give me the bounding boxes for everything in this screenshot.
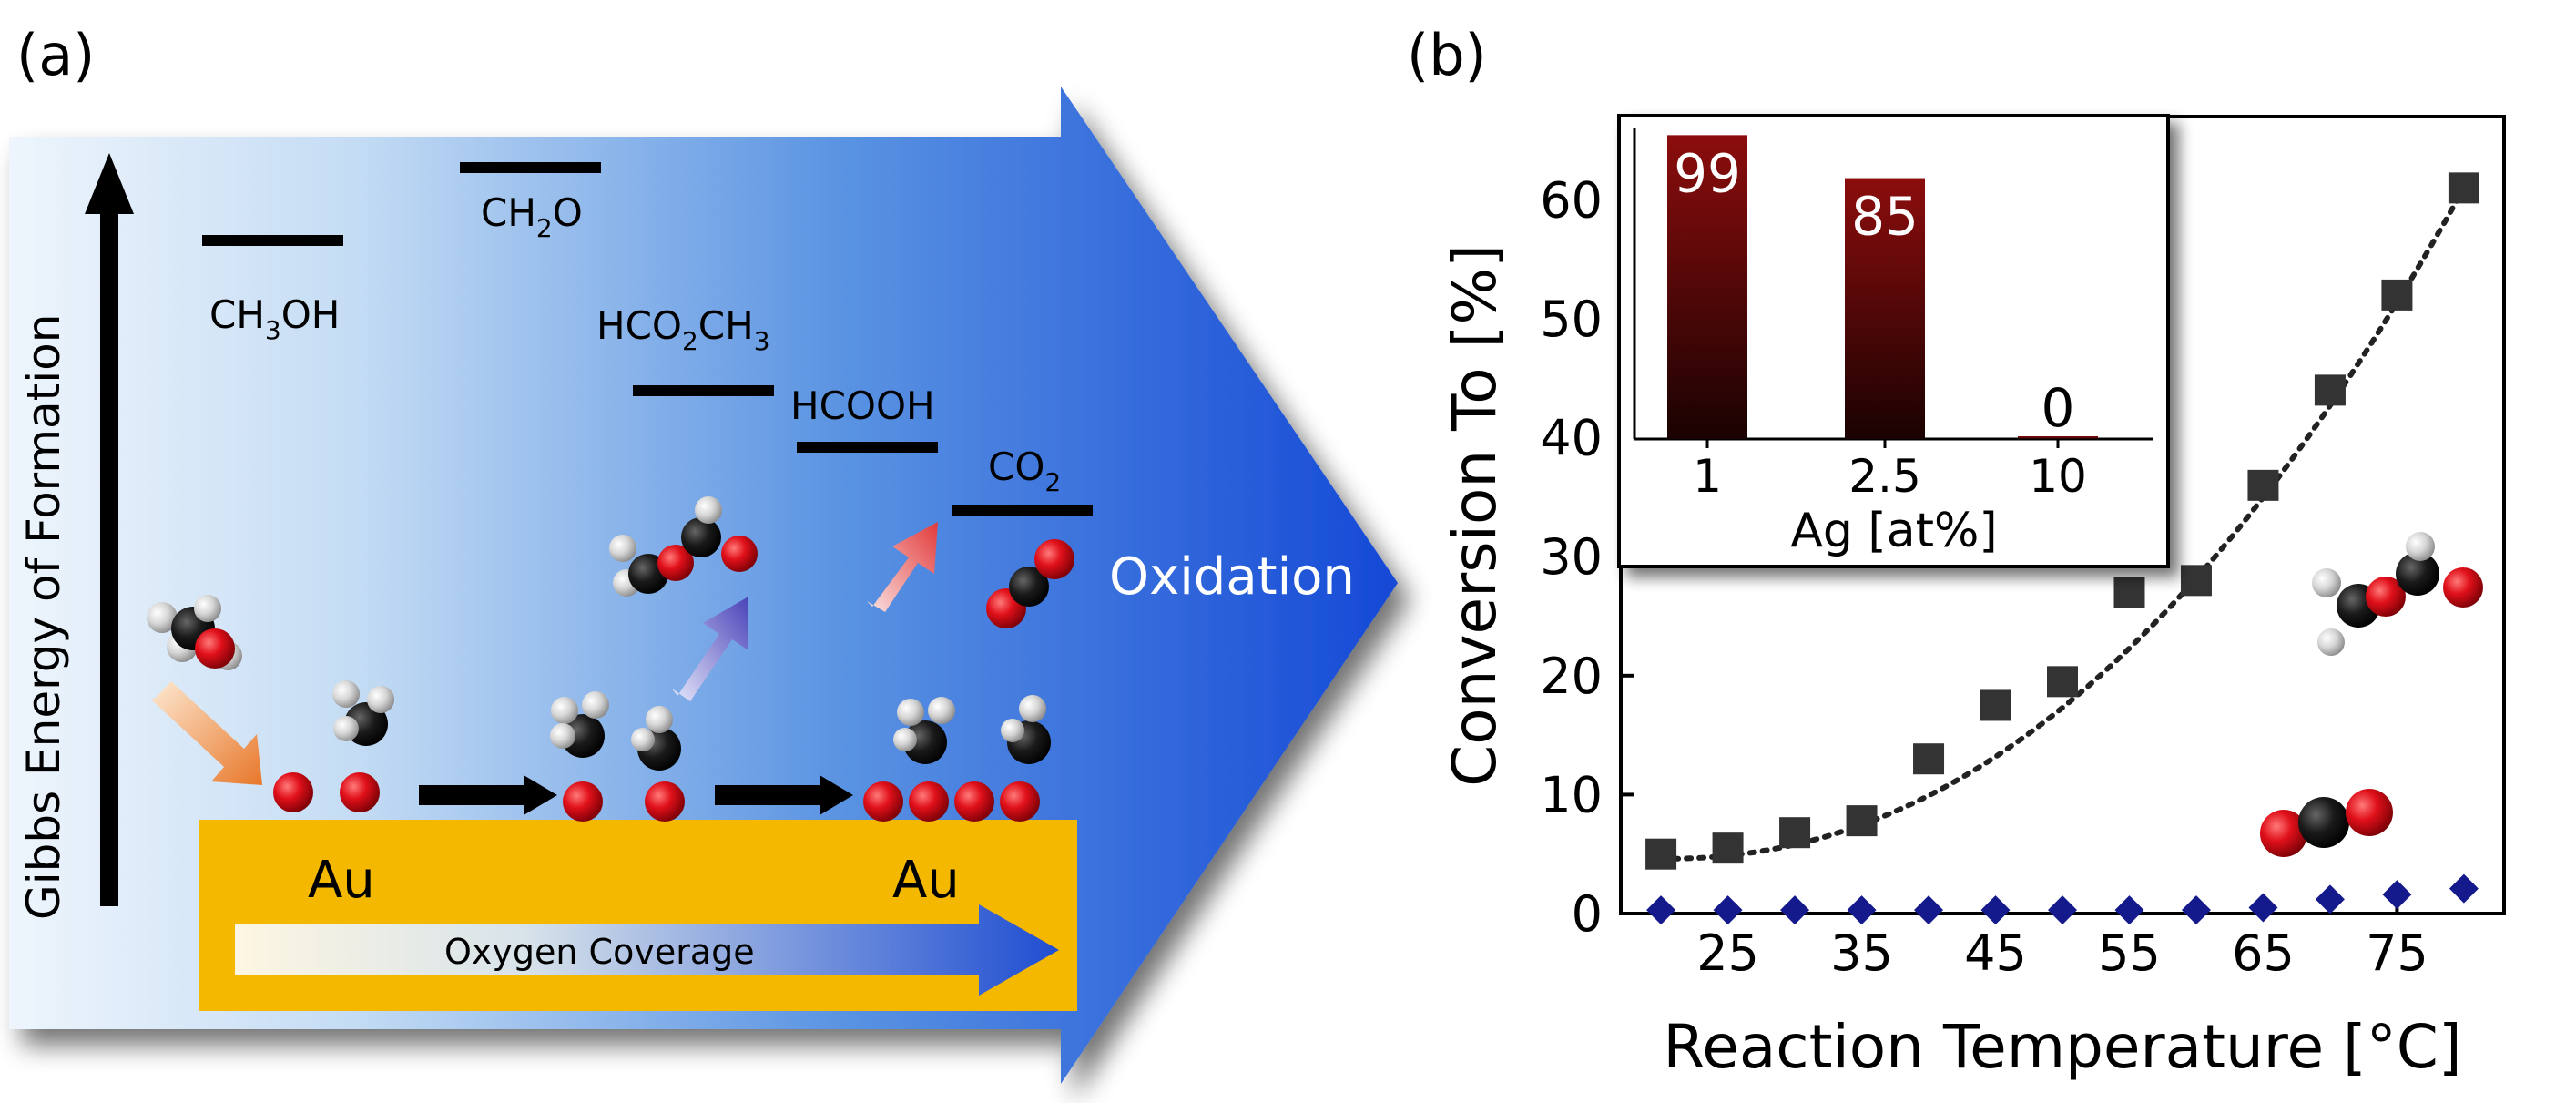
panel-a: (a) Gibbs Energy of Formation CH3OH CH2O…	[9, 22, 1398, 1084]
level-hcooh	[797, 442, 938, 453]
y-tick-label: 50	[1540, 291, 1603, 348]
x-tick-label: 25	[1696, 924, 1759, 982]
adsorbed-methoxy-pair-1-icon	[550, 691, 685, 822]
inset-bar	[2018, 436, 2098, 439]
y-axis-arrow	[85, 153, 134, 906]
diamond-marker	[1646, 895, 1676, 925]
x-tick-label: 55	[2098, 924, 2161, 982]
x-tick-label: 75	[2366, 924, 2428, 982]
panel-a-label: (a)	[16, 22, 95, 88]
label-hcooh: HCOOH	[790, 383, 935, 428]
y-tick-label: 30	[1540, 528, 1603, 586]
square-marker	[1712, 832, 1744, 864]
gold-surface	[199, 820, 1077, 1011]
oxygen-coverage-arrow	[235, 904, 1059, 996]
co2-icon	[2260, 789, 2393, 857]
inset-x-tick-label: 10	[2029, 450, 2087, 503]
inset-x-tick-label: 1	[1693, 450, 1722, 503]
square-marker	[1645, 838, 1677, 870]
co2-molecule-icon	[986, 539, 1074, 628]
inset-plot-area: 99 1 85 2.5 0 10	[1633, 128, 2153, 503]
level-ch2o	[460, 162, 601, 173]
square-marker	[1980, 689, 2011, 721]
x-tick-label: 65	[2232, 924, 2295, 982]
step-arrow-2	[715, 775, 853, 815]
diamond-marker	[2248, 893, 2278, 923]
level-ch3oh	[202, 235, 343, 246]
square-marker	[2247, 469, 2279, 501]
au-label-left: Au	[308, 851, 375, 910]
methyl-formate-molecule-icon	[609, 496, 758, 597]
inset-x-axis-label: Ag [at%]	[1790, 504, 1997, 558]
diamond-marker	[1780, 895, 1810, 925]
square-marker	[2113, 577, 2145, 608]
label-ch3oh: CH3OH	[209, 292, 340, 345]
oxidation-label: Oxidation	[1109, 547, 1355, 607]
adsorbed-oxygen-icon	[273, 772, 313, 812]
main-y-axis-label: Conversion To [%]	[1440, 244, 1510, 787]
label-ch2o: CH2O	[481, 190, 583, 243]
diamond-marker	[2048, 895, 2077, 925]
level-hco2ch3	[633, 385, 774, 396]
x-tick-label: 35	[1830, 924, 1893, 982]
diamond-marker	[2382, 880, 2412, 910]
inset-bar-value-label: 99	[1674, 142, 1741, 204]
main-x-axis-label: Reaction Temperature [°C]	[1663, 1012, 2461, 1082]
label-co2: CO2	[988, 444, 1061, 497]
level-co2	[952, 505, 1093, 516]
inset-bar-value-label: 0	[2041, 377, 2075, 439]
methanol-molecule-icon	[147, 595, 242, 670]
square-marker	[1846, 805, 1878, 837]
adsorbed-species-right-icon	[863, 695, 1051, 822]
step-arrow-1	[419, 775, 557, 815]
adsorption-arrow	[151, 681, 262, 785]
diamond-marker	[2315, 884, 2345, 914]
desorption-arrow-co2	[867, 522, 938, 612]
inset-bar	[1845, 178, 1925, 440]
square-marker	[2314, 374, 2346, 406]
square-marker	[2047, 666, 2078, 698]
au-label-right: Au	[892, 851, 960, 910]
y-tick-label: 10	[1540, 766, 1603, 823]
diamond-marker	[1914, 895, 1944, 925]
energy-levels	[202, 162, 1093, 516]
inset-bar-value-label: 85	[1851, 186, 1919, 248]
y-tick-label: 20	[1540, 648, 1603, 705]
diamond-marker	[2449, 873, 2479, 904]
square-marker	[2381, 279, 2413, 311]
y-tick-label: 0	[1572, 885, 1603, 943]
main-data-markers	[1645, 172, 2479, 925]
desorption-arrow-methyl-formate	[672, 597, 748, 701]
diamond-marker	[1847, 895, 1877, 925]
inset-bar	[1667, 135, 1747, 439]
x-tick-label: 45	[1964, 924, 2027, 982]
square-marker	[2448, 172, 2479, 204]
square-marker	[1913, 743, 1945, 775]
diamond-marker	[1713, 895, 1743, 925]
diamond-marker	[2181, 895, 2211, 925]
diamond-marker	[1980, 895, 2011, 925]
y-tick-label: 60	[1540, 171, 1603, 229]
y-tick-label: 40	[1540, 410, 1603, 467]
adsorbed-methoxy-icon	[332, 680, 394, 812]
methyl-formate-icon	[2312, 532, 2483, 656]
inset-chart: 99 1 85 2.5 0 10 Ag [at%]	[1617, 114, 2170, 568]
oxygen-coverage-label: Oxygen Coverage	[444, 932, 755, 972]
y-axis-label: Gibbs Energy of Formation	[17, 314, 70, 920]
inset-x-tick-label: 2.5	[1848, 450, 1921, 503]
diamond-marker	[2114, 895, 2144, 925]
square-marker	[1779, 817, 1811, 849]
label-hco2ch3: HCO2CH3	[596, 303, 770, 356]
panel-b-label: (b)	[1407, 22, 1487, 88]
square-marker	[2180, 565, 2212, 597]
